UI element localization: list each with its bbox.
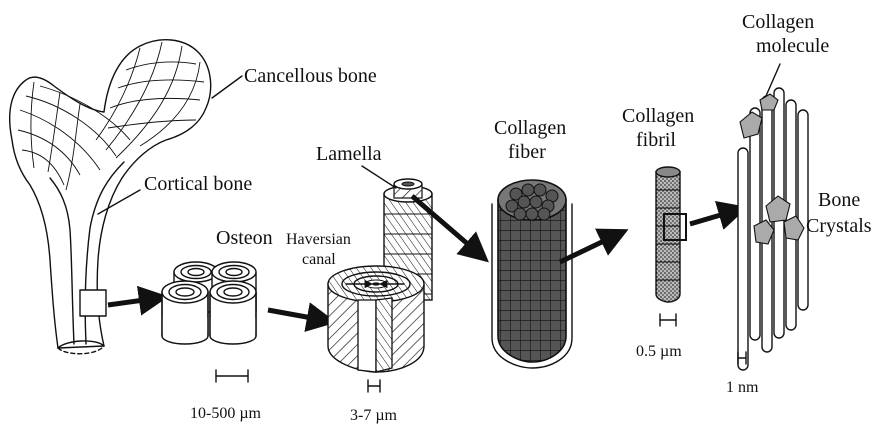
- leader-lamella: [361, 165, 397, 189]
- label-cortical-bone: Cortical bone: [144, 173, 252, 195]
- label-bone-crystals-line1: Bone: [818, 189, 860, 211]
- scale-bar-lamella: [367, 379, 381, 393]
- leader-cortical: [97, 189, 141, 215]
- cancellous-mesh: [17, 41, 205, 191]
- lamella-illustration: [327, 178, 433, 393]
- scale-label-fibril: 0.5 µm: [636, 343, 682, 360]
- femur-illustration: [9, 39, 243, 355]
- femur-cut-bottom: [57, 345, 105, 355]
- label-cancellous-bone: Cancellous bone: [244, 65, 377, 87]
- scale-bar-molecule: [737, 351, 747, 365]
- scale-label-molecule: 1 nm: [726, 379, 759, 396]
- label-haversian-line2: canal: [302, 251, 336, 268]
- label-collagen-molecule-line2: molecule: [756, 35, 829, 57]
- scale-label-lamella: 3-7 µm: [350, 407, 398, 424]
- femur-head-outline: [9, 39, 212, 349]
- arrow-fiber-to-fibril: [558, 228, 629, 265]
- leader-cancellous: [211, 75, 243, 99]
- label-osteon: Osteon: [216, 227, 273, 249]
- arrow-osteon-to-lamella: [267, 302, 337, 332]
- scale-label-osteon: 10-500 µm: [190, 405, 262, 422]
- label-lamella: Lamella: [316, 143, 382, 165]
- lamella-osteon-cylinder: [327, 265, 425, 373]
- collagen-fibril-illustration: [655, 166, 687, 327]
- osteon-cylinder-front-right: [209, 280, 257, 345]
- scale-bar-fibril: [659, 313, 677, 327]
- arrow-femur-to-osteon: [107, 285, 169, 316]
- label-collagen-fibril-line1: Collagen: [622, 105, 694, 127]
- label-collagen-fibril-line2: fibril: [636, 129, 676, 151]
- osteon-illustration: [161, 261, 257, 383]
- collagen-fiber-illustration: [491, 179, 573, 369]
- cortical-inner-line: [49, 177, 75, 345]
- label-collagen-fiber-line1: Collagen: [494, 117, 566, 139]
- arrow-lamella-to-fiber: [410, 194, 489, 263]
- zoom-box-femur: [79, 289, 107, 317]
- label-haversian-line1: Haversian: [286, 231, 351, 248]
- leader-molecule: [765, 63, 781, 97]
- arrow-fibril-to-molecule: [689, 201, 748, 230]
- osteon-cylinder-front-left: [161, 280, 209, 345]
- collagen-molecule-illustration: [737, 63, 809, 371]
- label-bone-crystals-line2: Crystals: [806, 215, 872, 237]
- label-collagen-fiber-line2: fiber: [508, 141, 546, 163]
- bone-crystals: [739, 93, 805, 245]
- label-collagen-molecule-line1: Collagen: [742, 11, 814, 33]
- femur-cut-top: [57, 340, 105, 349]
- scale-bar-osteon: [215, 369, 249, 383]
